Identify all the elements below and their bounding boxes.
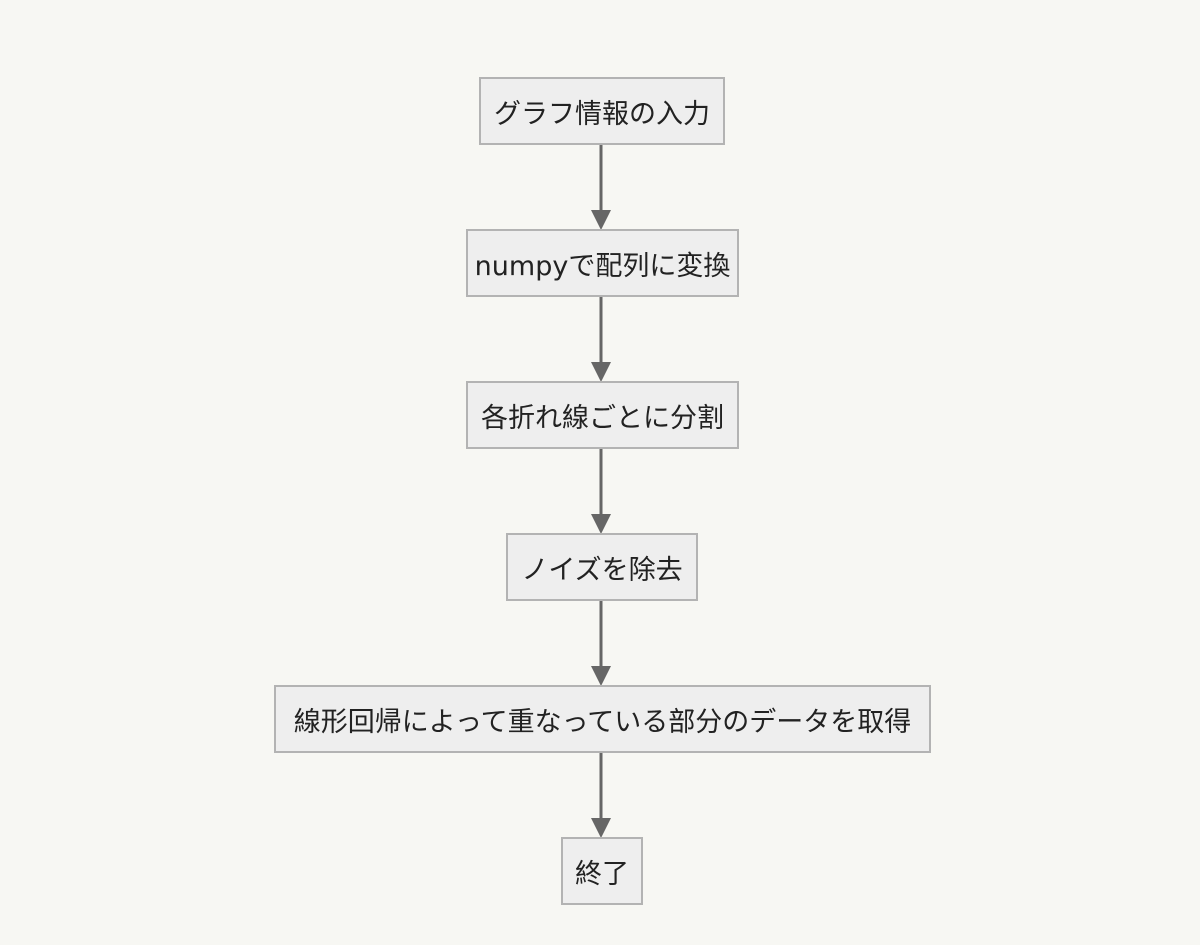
step-end: 終了 xyxy=(561,837,643,905)
arrow-4 xyxy=(591,601,611,686)
arrow-3 xyxy=(591,449,611,534)
arrow-1 xyxy=(591,145,611,230)
step-split-lines: 各折れ線ごとに分割 xyxy=(466,381,739,449)
arrow-5 xyxy=(591,753,611,838)
step-linear-regression: 線形回帰によって重なっている部分のデータを取得 xyxy=(274,685,931,753)
arrow-2 xyxy=(591,297,611,382)
step-numpy-convert: numpyで配列に変換 xyxy=(466,229,739,297)
step-remove-noise: ノイズを除去 xyxy=(506,533,698,601)
step-input-graph-info: グラフ情報の入力 xyxy=(479,77,725,145)
